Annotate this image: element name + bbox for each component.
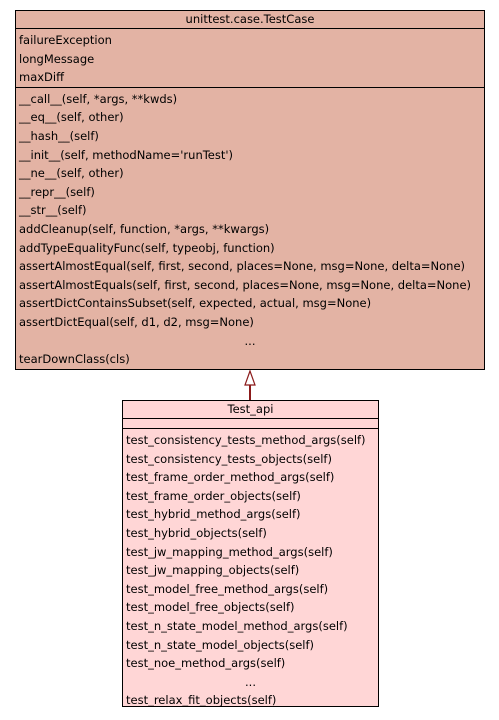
method-item: test_hybrid_method_args(self) — [126, 507, 301, 522]
method-item: test_n_state_model_objects(self) — [126, 637, 315, 652]
method-item: __hash__(self) — [19, 128, 99, 143]
method-item: test_jw_mapping_method_args(self) — [126, 544, 333, 559]
method-item: test_model_free_method_args(self) — [126, 581, 329, 596]
method-item: test_n_state_model_method_args(self) — [126, 618, 348, 633]
attribute-item: maxDiff — [19, 70, 65, 85]
method-item: __str__(self) — [19, 203, 87, 218]
method-item: test_hybrid_objects(self) — [126, 525, 267, 540]
method-item: assertAlmostEqual(self, first, second, p… — [19, 259, 466, 274]
method-item: assertDictEqual(self, d1, d2, msg=None) — [19, 314, 254, 329]
method-item: test_relax_fit_objects(self) — [126, 693, 277, 708]
methods-section: __call__(self, *args, **kwds) __eq__(sel… — [16, 88, 484, 369]
attributes-section: failureException longMessage maxDiff — [16, 29, 484, 88]
method-item: assertAlmostEquals(self, first, second, … — [19, 277, 472, 292]
method-item: test_frame_order_objects(self) — [126, 488, 301, 503]
method-item: assertDictContainsSubset(self, expected,… — [19, 296, 372, 311]
method-item: __ne__(self, other) — [19, 166, 124, 181]
attributes-section — [123, 419, 378, 429]
class-title: unittest.case.TestCase — [16, 11, 484, 29]
method-item: test_model_free_objects(self) — [126, 600, 295, 615]
methods-section: test_consistency_tests_method_args(self)… — [123, 429, 378, 710]
class-title: Test_api — [123, 401, 378, 419]
inheritance-arrowhead — [244, 369, 256, 386]
method-item: __eq__(self, other) — [19, 110, 124, 125]
method-item: __repr__(self) — [19, 184, 95, 199]
method-item: test_frame_order_method_args(self) — [126, 470, 335, 485]
method-item: __call__(self, *args, **kwds) — [19, 91, 178, 106]
method-item: tearDownClass(cls) — [19, 352, 130, 367]
ellipsis: ... — [245, 674, 256, 689]
method-item: test_consistency_tests_method_args(self) — [126, 433, 366, 447]
method-item: addCleanup(self, function, *args, **kwar… — [19, 221, 270, 236]
class-box-testcase[interactable]: unittest.case.TestCase failureException … — [15, 10, 485, 370]
method-item: __init__(self, methodName='runTest') — [19, 147, 234, 162]
method-item: test_consistency_tests_objects(self) — [126, 451, 332, 466]
ellipsis: ... — [244, 333, 256, 348]
method-item: test_noe_method_args(self) — [126, 656, 286, 671]
class-box-test-api[interactable]: Test_api test_consistency_tests_method_a… — [122, 400, 379, 707]
attribute-item: longMessage — [19, 51, 95, 66]
method-item: addTypeEqualityFunc(self, typeobj, funct… — [19, 240, 275, 255]
attribute-item: failureException — [19, 33, 112, 47]
method-item: test_jw_mapping_objects(self) — [126, 563, 300, 578]
